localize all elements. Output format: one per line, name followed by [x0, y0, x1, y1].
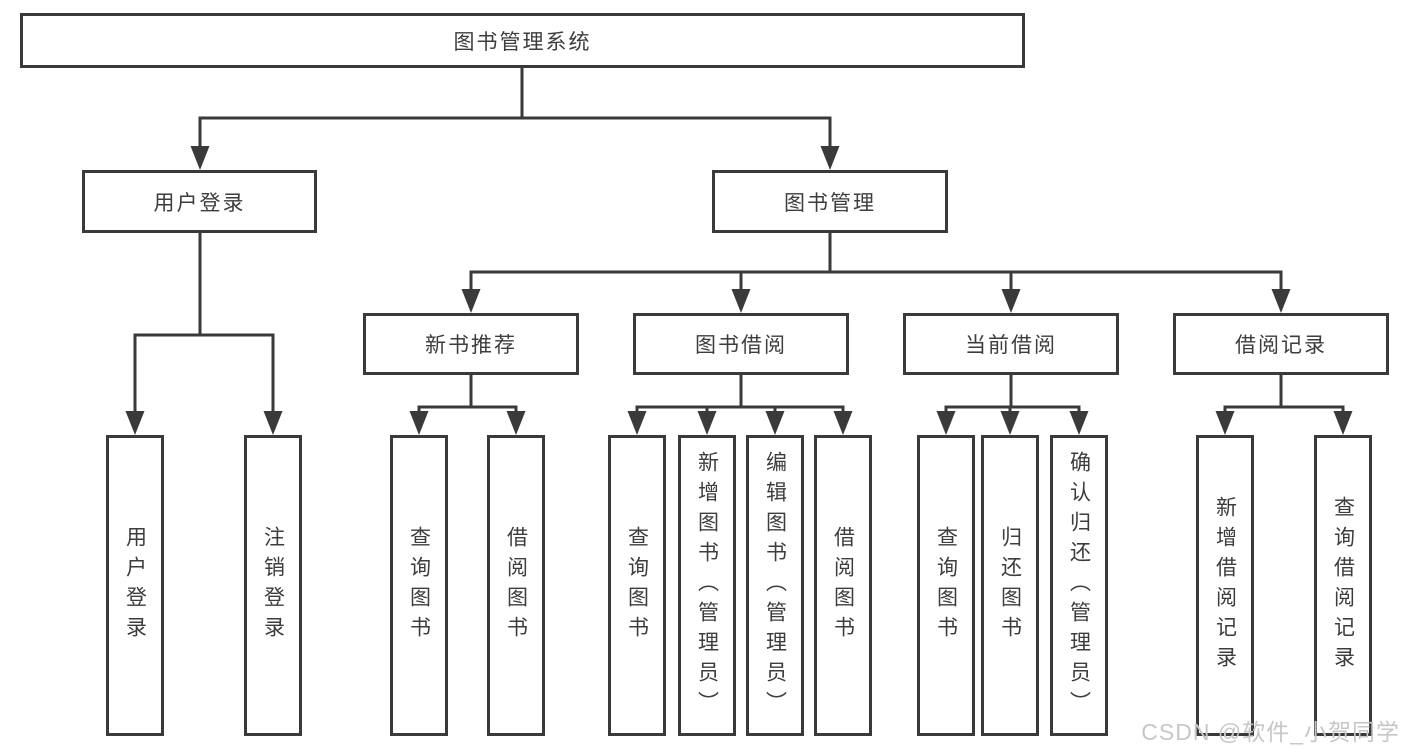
leaf-borrow-books-recommend: 借阅图书	[487, 435, 545, 736]
leaf-borrow-books: 借阅图书	[814, 435, 872, 736]
leaf-logout: 注销登录	[244, 435, 302, 736]
node-borrowing-records: 借阅记录	[1173, 313, 1389, 375]
node-user-login: 用户登录	[82, 170, 317, 233]
node-book-borrowing: 图书借阅	[633, 313, 849, 375]
leaf-user-login: 用户登录	[106, 435, 164, 736]
arrowheads	[125, 146, 1353, 435]
leaf-return-books: 归还图书	[981, 435, 1039, 736]
leaf-add-borrow-record: 新增借阅记录	[1196, 435, 1254, 736]
leaf-confirm-return-admin: 确认归还（管理员）	[1050, 435, 1108, 736]
leaf-query-borrow-record: 查询借阅记录	[1314, 435, 1372, 736]
leaf-query-books-recommend: 查询图书	[390, 435, 448, 736]
node-new-book-recommendation: 新书推荐	[363, 313, 579, 375]
node-library-management-system: 图书管理系统	[20, 13, 1025, 68]
node-current-borrowing: 当前借阅	[903, 313, 1119, 375]
watermark: CSDN @软件_小贺同学	[1141, 719, 1400, 745]
leaf-query-books-current: 查询图书	[917, 435, 975, 736]
leaf-query-books-borrowing: 查询图书	[608, 435, 666, 736]
node-book-management: 图书管理	[712, 170, 948, 233]
leaf-add-books-admin: 新增图书（管理员）	[678, 435, 736, 736]
leaf-edit-books-admin: 编辑图书（管理员）	[746, 435, 804, 736]
